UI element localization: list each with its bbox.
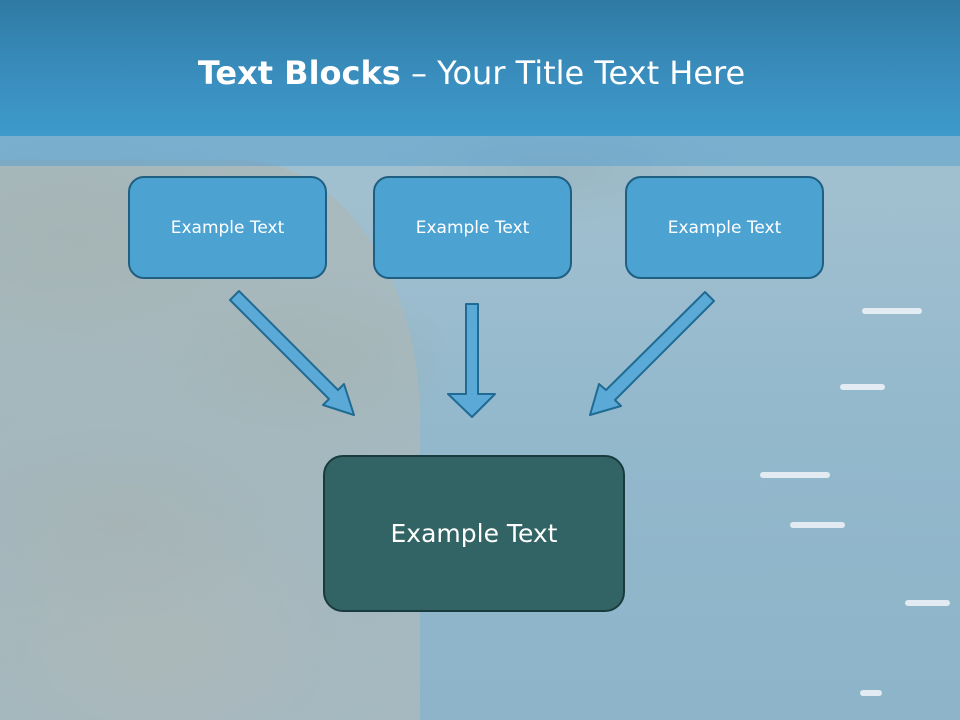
title-rest: Your Title Text Here <box>437 54 746 92</box>
boat <box>840 384 885 390</box>
arrow-down-left-icon[interactable] <box>589 291 715 416</box>
text-block-label: Example Text <box>667 217 782 238</box>
boat <box>760 472 830 478</box>
text-block-2[interactable]: Example Text <box>373 176 572 279</box>
boat <box>862 308 922 314</box>
boat <box>860 690 882 696</box>
boat <box>905 600 950 606</box>
title-separator: – <box>400 54 438 92</box>
result-text-block[interactable]: Example Text <box>323 455 625 612</box>
text-block-1[interactable]: Example Text <box>128 176 327 279</box>
result-block-label: Example Text <box>390 519 558 548</box>
arrow-down-icon[interactable] <box>447 303 496 418</box>
title-bold: Text Blocks <box>197 54 401 92</box>
title-bar <box>0 0 960 136</box>
boat <box>790 522 845 528</box>
text-block-label: Example Text <box>170 217 285 238</box>
text-block-label: Example Text <box>415 217 530 238</box>
title-sub-band <box>0 136 960 166</box>
slide-title[interactable]: Text Blocks – Your Title Text Here <box>0 54 943 92</box>
text-block-3[interactable]: Example Text <box>625 176 824 279</box>
arrow-down-right-icon[interactable] <box>229 290 355 416</box>
